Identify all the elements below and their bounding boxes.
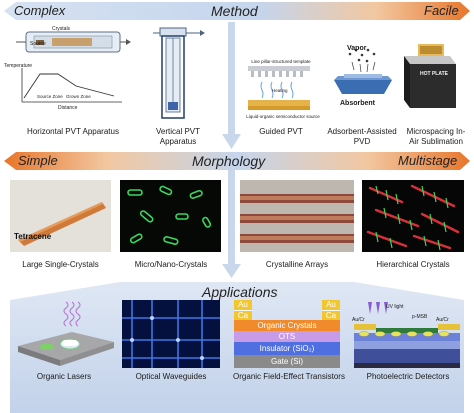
horizontal-pvt-diagram xyxy=(16,31,131,103)
microspacing-caption: Microspacing In-Air Sublimation xyxy=(406,127,466,146)
p-msb-label: p-MSB xyxy=(412,314,428,320)
method-banner xyxy=(4,2,470,20)
morphology-left-label: Simple xyxy=(18,153,58,168)
vertical-pvt-caption: Vertical PVT Apparatus xyxy=(155,127,200,146)
hierarchical-crystals-image xyxy=(362,180,464,252)
organic-lasers-diagram xyxy=(18,301,114,366)
adsorbent-pvd-diagram xyxy=(334,48,392,94)
ofet-ca-right: Ca xyxy=(322,310,340,320)
ofet-gate-layer: Gate (Si) xyxy=(234,355,340,368)
method-title: Method xyxy=(211,3,258,19)
hotplate-photo xyxy=(398,28,458,114)
crystals-label: Crystals xyxy=(52,26,71,32)
guided-template-label: Line pillar-structured template xyxy=(251,59,311,64)
grown-zone-label: Grown Zone xyxy=(66,94,91,99)
optical-waveguides-caption: Optical Waveguides xyxy=(135,372,207,381)
micro-nano-crystals-image xyxy=(120,180,221,252)
large-single-crystals-caption: Large Single-Crystals xyxy=(22,260,99,269)
tetracene-label: Tetracene xyxy=(14,232,52,241)
micro-nano-crystals-caption: Micro/Nano-Crystals xyxy=(134,260,208,269)
method-right-label: Facile xyxy=(424,3,459,18)
uv-light-label: UV light xyxy=(386,304,404,310)
ofet-au-left: Au xyxy=(234,300,252,310)
morphology-right-label: Multistage xyxy=(398,153,458,168)
ofet-caption: Organic Field-Effect Transistors xyxy=(233,372,345,381)
morphology-title: Morphology xyxy=(192,153,266,169)
ofet-stack: Au Au Ca Ca Organic Crystals OTS Insulat… xyxy=(234,300,344,370)
guided-pvt-diagram xyxy=(248,66,310,110)
source-label: Source xyxy=(30,41,46,47)
distance-label: Distance xyxy=(58,105,78,111)
method-divider xyxy=(222,22,241,149)
organic-lasers-caption: Organic Lasers xyxy=(36,372,92,381)
ofet-ots-layer: OTS xyxy=(234,331,340,342)
large-single-crystal-image: Tetracene xyxy=(10,180,111,252)
optical-waveguides-image xyxy=(122,300,220,368)
hotplate-label: HOT PLATE xyxy=(420,71,448,77)
photoelectric-detector-diagram xyxy=(354,302,460,368)
aucr-right-label: Au/Cr xyxy=(436,317,449,323)
ofet-organic-layer: Organic Crystals xyxy=(234,320,340,331)
guided-pvt-caption: Guided PVT xyxy=(259,127,303,136)
method-left-label: Complex xyxy=(14,3,66,18)
vapor-label: Vapor xyxy=(347,45,367,52)
absorbent-label: Absorbent xyxy=(340,100,375,107)
photoelectric-detectors-caption: Photoelectric Detectors xyxy=(366,372,450,381)
ofet-au-right: Au xyxy=(322,300,340,310)
aucr-left-label: Au/Cr xyxy=(352,317,365,323)
ofet-insulator-layer: Insulator (SiO₂) xyxy=(234,342,340,355)
horizontal-pvt-caption: Horizontal PVT Apparatus xyxy=(27,127,119,136)
guided-source-label: Liquid-organic semiconductor source xyxy=(246,114,320,119)
temperature-label: Temperature xyxy=(4,63,33,69)
adsorbent-pvd-caption: Adsorbent-Assisted PVD xyxy=(327,127,397,146)
crystalline-arrays-image xyxy=(240,180,354,252)
hierarchical-crystals-caption: Hierarchical Crystals xyxy=(376,260,450,269)
guided-heating-label: Heating xyxy=(272,88,288,93)
source-zone-label: Source Zone xyxy=(37,94,63,99)
morphology-banner xyxy=(4,152,470,170)
vertical-pvt-diagram xyxy=(153,27,205,119)
crystalline-arrays-caption: Crystalline Arrays xyxy=(265,260,329,269)
morphology-divider xyxy=(222,170,241,278)
applications-title: Applications xyxy=(202,284,278,300)
ofet-ca-left: Ca xyxy=(234,310,252,320)
